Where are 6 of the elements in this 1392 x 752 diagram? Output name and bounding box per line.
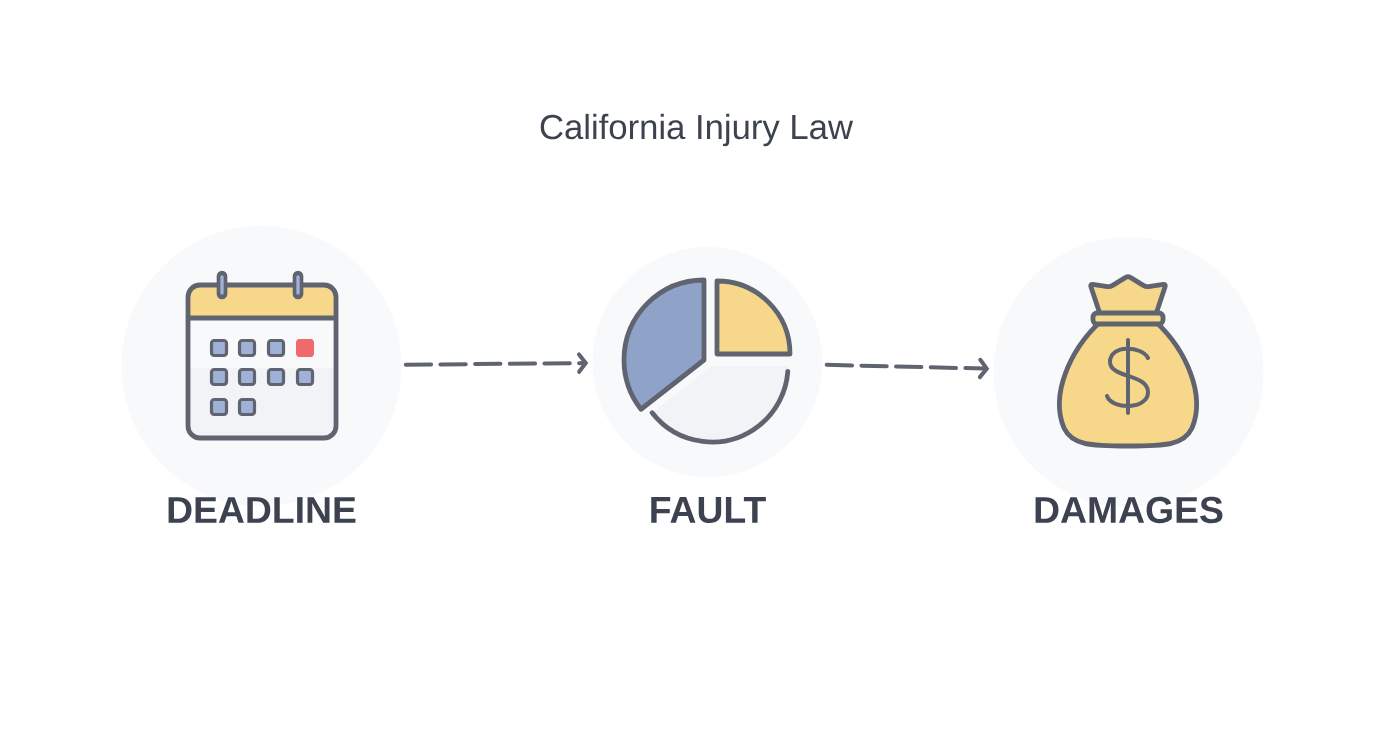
node-label: FAULT bbox=[651, 496, 766, 523]
node-label: DAMAGES bbox=[1035, 496, 1223, 524]
arrow bbox=[403, 352, 589, 374]
node-label: DEADLINE bbox=[168, 497, 356, 523]
arrow bbox=[824, 357, 990, 380]
title: California Injury Law bbox=[540, 113, 854, 147]
